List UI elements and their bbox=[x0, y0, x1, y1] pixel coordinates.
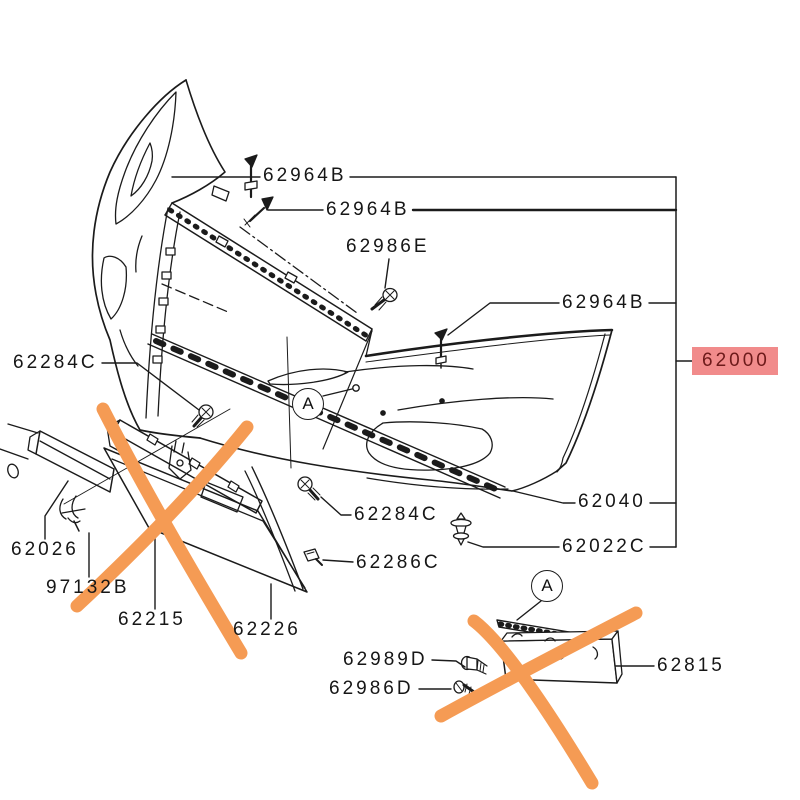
part-label-62022c[interactable]: 62022C bbox=[562, 536, 647, 557]
part-label-62964b-1[interactable]: 62964B bbox=[263, 165, 347, 186]
part-label-62040[interactable]: 62040 bbox=[578, 491, 646, 512]
cross-mark-grille bbox=[70, 402, 254, 660]
callout-a-bracket: A bbox=[531, 570, 563, 602]
cross-mark-license-bracket bbox=[434, 606, 643, 790]
screw-62284c-2 bbox=[297, 476, 321, 501]
part-label-62815[interactable]: 62815 bbox=[657, 655, 725, 676]
rivet-62964b-2 bbox=[243, 196, 274, 228]
bumper-body bbox=[91, 79, 614, 499]
front-grille-assembly bbox=[0, 408, 308, 593]
cross-marks bbox=[70, 402, 643, 790]
part-label-62226[interactable]: 62226 bbox=[233, 619, 301, 640]
screw-grille-top bbox=[191, 404, 214, 428]
part-label-62284c-1[interactable]: 62284C bbox=[13, 352, 98, 373]
part-label-62964b-3[interactable]: 62964B bbox=[562, 292, 646, 313]
part-label-62284c-2[interactable]: 62284C bbox=[354, 504, 439, 525]
part-label-62989d[interactable]: 62989D bbox=[343, 649, 428, 670]
part-label-62286c[interactable]: 62286C bbox=[356, 552, 441, 573]
clip-97132b bbox=[59, 495, 86, 532]
part-label-62964b-2[interactable]: 62964B bbox=[326, 199, 410, 220]
part-label-62026[interactable]: 62026 bbox=[11, 539, 79, 560]
part-label-62986d[interactable]: 62986D bbox=[329, 678, 414, 699]
leader-lines bbox=[44, 176, 693, 690]
part-label-62986e[interactable]: 62986E bbox=[346, 236, 430, 257]
bolt-62964b-1 bbox=[244, 154, 258, 199]
screw-62986d bbox=[453, 680, 476, 695]
callout-a-bumper: A bbox=[292, 388, 324, 420]
screw-62989d bbox=[460, 655, 488, 675]
part-label-62215[interactable]: 62215 bbox=[118, 609, 186, 630]
clip-62022c bbox=[450, 512, 472, 546]
bolt-62964b-3 bbox=[434, 328, 448, 369]
screw-62986e bbox=[370, 287, 398, 311]
clip-62286c bbox=[303, 548, 323, 566]
part-label-62000-highlighted[interactable]: 62000 bbox=[692, 347, 778, 375]
part-label-97132b[interactable]: 97132B bbox=[46, 577, 130, 598]
